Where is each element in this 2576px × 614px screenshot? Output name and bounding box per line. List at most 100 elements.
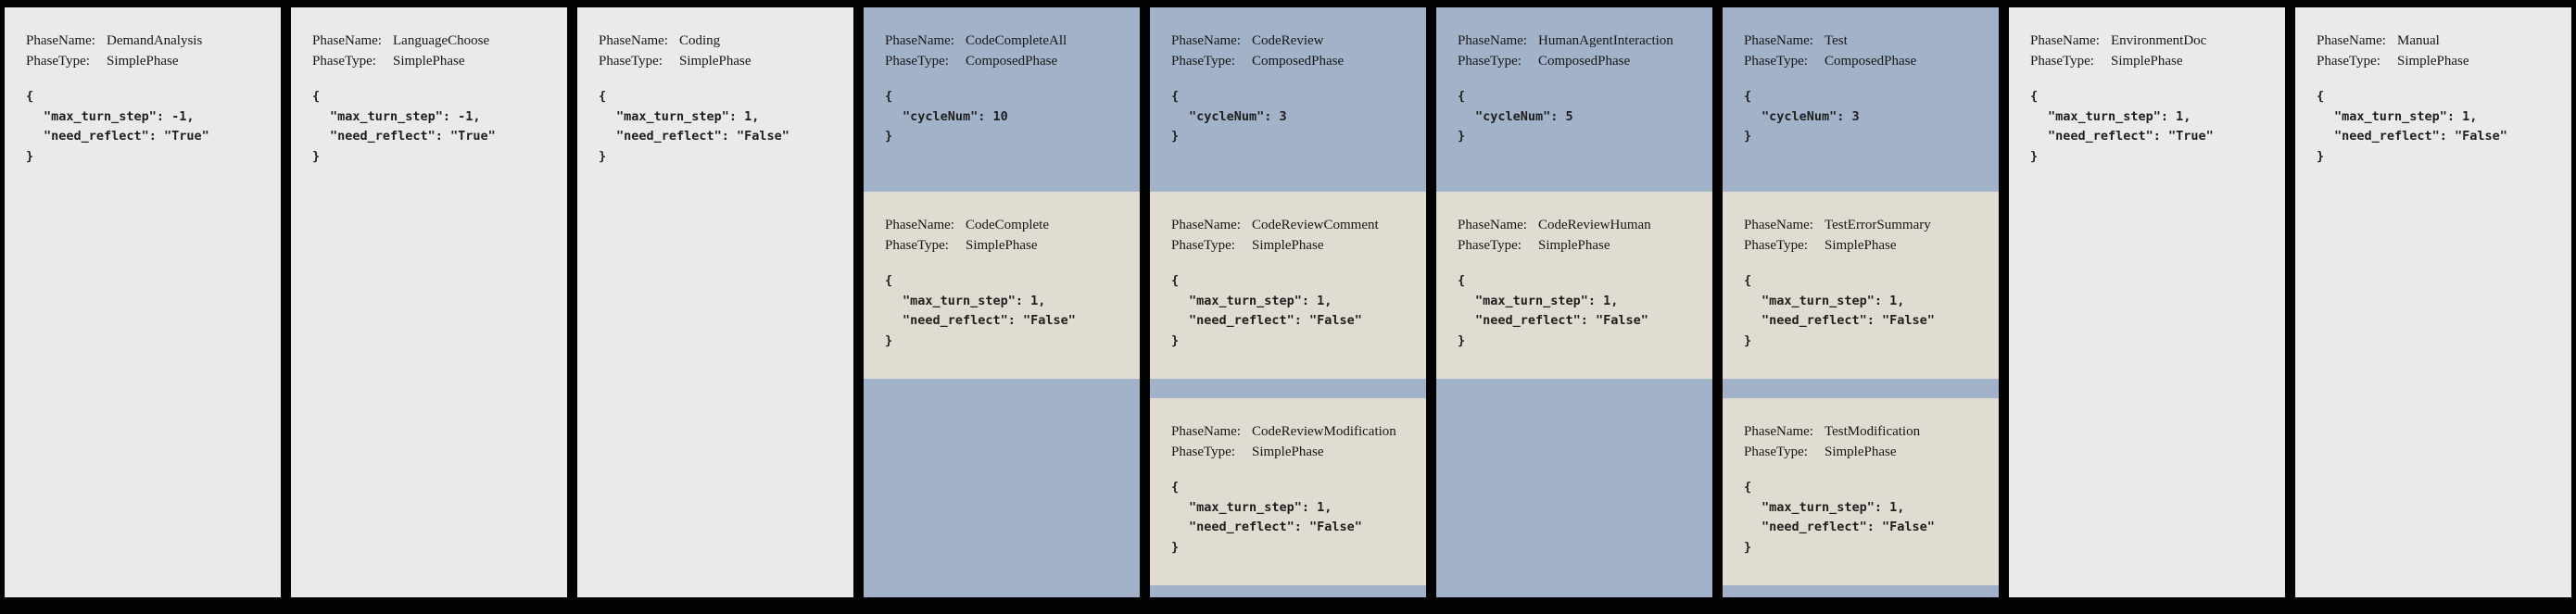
config-block: { "max_turn_step": 1, "need_reflect": "F… [885, 271, 1127, 351]
phase-type-row: PhaseType: SimplePhase [599, 51, 840, 71]
phase-card-manual: PhaseName: Manual PhaseType: SimplePhase… [2295, 7, 2571, 597]
phase-type-row: PhaseType: SimplePhase [1171, 442, 1413, 462]
config-close-brace: } [1744, 332, 1752, 348]
phase-name-label: PhaseName: [312, 33, 382, 48]
config-block: { "cycleNum": 5 } [1458, 87, 1699, 147]
phase-name-value: CodeReviewHuman [1538, 218, 1651, 232]
config-line: "max_turn_step": 1, [1189, 499, 1332, 515]
phase-name-value: HumanAgentInteraction [1538, 33, 1673, 48]
config-open-brace: { [1744, 89, 1752, 104]
config-close-brace: } [599, 148, 607, 164]
phase-name-label: PhaseName: [1744, 424, 1813, 439]
config-close-brace: } [1171, 332, 1180, 348]
phase-name-label: PhaseName: [1744, 33, 1813, 48]
phase-name-label: PhaseName: [885, 33, 954, 48]
config-open-brace: { [1458, 89, 1466, 104]
phase-body: PhaseName: Coding PhaseType: SimplePhase… [577, 7, 853, 167]
config-open-brace: { [1171, 273, 1180, 288]
config-close-brace: } [1171, 539, 1180, 555]
phase-name-value: TestModification [1825, 424, 1921, 439]
config-line: "cycleNum": 3 [1189, 108, 1287, 124]
config-open-brace: { [885, 89, 893, 104]
phase-type-row: PhaseType: ComposedPhase [1171, 51, 1413, 71]
config-block: { "cycleNum": 3 } [1744, 87, 1986, 147]
composed-phase-divider [1150, 379, 1426, 398]
config-line: "max_turn_step": -1, [330, 108, 481, 124]
phase-name-row: PhaseName: HumanAgentInteraction [1458, 31, 1699, 51]
config-line: "need_reflect": "False" [1762, 520, 1935, 534]
config-open-brace: { [2317, 89, 2325, 104]
phase-type-row: PhaseType: ComposedPhase [1458, 51, 1699, 71]
config-block: { "cycleNum": 3 } [1171, 87, 1413, 147]
phase-type-value: SimplePhase [2111, 54, 2183, 69]
phase-name-value: LanguageChoose [393, 33, 490, 48]
config-line: "max_turn_step": 1, [1762, 499, 1905, 515]
phase-name-row: PhaseName: Test [1744, 31, 1986, 51]
phase-name-label: PhaseName: [1458, 218, 1527, 232]
phase-name-row: PhaseName: Coding [599, 31, 840, 51]
phase-type-value: SimplePhase [393, 54, 465, 69]
phase-name-label: PhaseName: [26, 33, 95, 48]
phase-card-environment-doc: PhaseName: EnvironmentDoc PhaseType: Sim… [2009, 7, 2285, 597]
phase-type-value: ComposedPhase [1538, 54, 1631, 69]
phase-body: PhaseName: LanguageChoose PhaseType: Sim… [291, 7, 567, 167]
phase-type-row: PhaseType: SimplePhase [1458, 235, 1699, 256]
phase-type-value: ComposedPhase [1252, 54, 1345, 69]
config-close-brace: } [1744, 129, 1752, 144]
config-close-brace: } [885, 332, 893, 348]
phase-name-value: CodeReview [1252, 33, 1324, 48]
config-line: "need_reflect": "False" [1475, 313, 1648, 328]
phase-name-row: PhaseName: LanguageChoose [312, 31, 554, 51]
phase-name-label: PhaseName: [885, 218, 954, 232]
config-open-brace: { [1171, 480, 1180, 495]
composed-phase-header: PhaseName: HumanAgentInteraction PhaseTy… [1436, 7, 1712, 192]
phase-type-label: PhaseType: [1171, 238, 1235, 253]
phase-type-label: PhaseType: [1744, 238, 1808, 253]
phase-name-value: TestErrorSummary [1825, 218, 1931, 232]
phase-type-label: PhaseType: [1171, 445, 1235, 459]
config-block: { "max_turn_step": 1, "need_reflect": "T… [2030, 87, 2272, 167]
phase-name-value: Manual [2397, 33, 2440, 48]
phase-type-row: PhaseType: ComposedPhase [885, 51, 1127, 71]
phase-name-row: PhaseName: CodeReviewComment [1171, 215, 1413, 235]
phase-name-row: PhaseName: EnvironmentDoc [2030, 31, 2272, 51]
config-close-brace: } [1171, 129, 1180, 144]
phase-name-value: Test [1825, 33, 1848, 48]
config-open-brace: { [599, 89, 607, 104]
composed-phase-footer [1150, 585, 1426, 597]
phase-type-label: PhaseType: [599, 54, 663, 69]
phase-type-label: PhaseType: [1171, 54, 1235, 69]
composed-phase-footer [1436, 379, 1712, 597]
phase-type-row: PhaseType: SimplePhase [885, 235, 1127, 256]
phase-name-label: PhaseName: [1171, 424, 1241, 439]
phase-type-value: SimplePhase [1825, 238, 1897, 253]
phase-name-value: CodeComplete [966, 218, 1049, 232]
phase-name-label: PhaseName: [599, 33, 668, 48]
config-line: "cycleNum": 5 [1475, 108, 1573, 124]
config-block: { "cycleNum": 10 } [885, 87, 1127, 147]
phase-type-value: ComposedPhase [966, 54, 1058, 69]
config-line: "cycleNum": 10 [903, 108, 1008, 124]
phase-type-label: PhaseType: [312, 54, 376, 69]
phase-name-row: PhaseName: CodeComplete [885, 215, 1127, 235]
phase-card-coding: PhaseName: Coding PhaseType: SimplePhase… [577, 7, 853, 597]
config-line: "cycleNum": 3 [1762, 108, 1860, 124]
phase-type-value: SimplePhase [679, 54, 751, 69]
phase-card-code-complete-all: PhaseName: CodeCompleteAll PhaseType: Co… [864, 7, 1140, 597]
config-block: { "max_turn_step": 1, "need_reflect": "F… [1171, 271, 1413, 351]
phase-type-value: SimplePhase [1252, 445, 1324, 459]
phase-card-human-agent-interaction: PhaseName: HumanAgentInteraction PhaseTy… [1436, 7, 1712, 597]
phase-type-label: PhaseType: [2030, 54, 2094, 69]
phase-name-row: PhaseName: CodeReviewModification [1171, 421, 1413, 442]
config-block: { "max_turn_step": -1, "need_reflect": "… [26, 87, 268, 167]
phase-name-value: DemandAnalysis [107, 33, 203, 48]
phase-name-value: CodeReviewModification [1252, 424, 1396, 439]
phase-type-value: SimplePhase [1538, 238, 1610, 253]
config-open-brace: { [2030, 89, 2039, 104]
phase-name-row: PhaseName: CodeReview [1171, 31, 1413, 51]
phase-type-value: SimplePhase [107, 54, 179, 69]
phase-type-row: PhaseType: SimplePhase [26, 51, 268, 71]
config-block: { "max_turn_step": 1, "need_reflect": "F… [2317, 87, 2558, 167]
config-open-brace: { [1171, 89, 1180, 104]
phase-body: PhaseName: DemandAnalysis PhaseType: Sim… [5, 7, 281, 167]
